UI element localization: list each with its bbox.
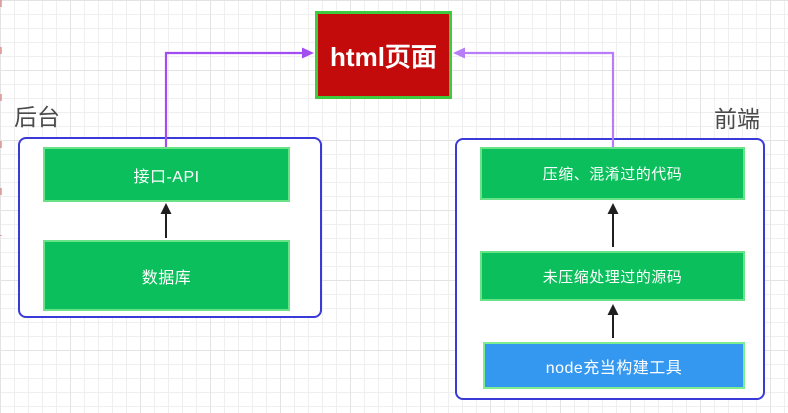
backend-zone-label: 后台 xyxy=(14,104,60,130)
minified-code-node: 压缩、混淆过的代码 xyxy=(480,147,745,200)
frontend-zone-label: 前端 xyxy=(714,106,760,132)
arrow-api-to-html xyxy=(164,47,314,147)
canvas-edge-ticks xyxy=(0,0,2,236)
source-code-node: 未压缩处理过的源码 xyxy=(480,251,745,301)
arrow-minified-to-html xyxy=(453,47,615,147)
api-node: 接口-API xyxy=(43,147,290,202)
database-node: 数据库 xyxy=(43,240,290,311)
node-build-tool-node: node充当构建工具 xyxy=(483,342,745,389)
html-page-node: html页面 xyxy=(315,11,452,99)
